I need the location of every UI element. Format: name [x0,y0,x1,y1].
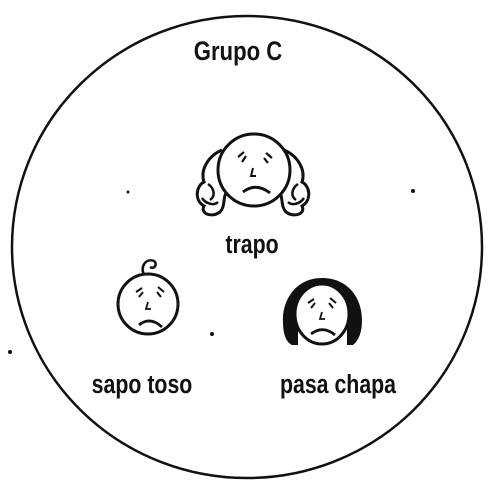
print-specks [8,189,415,354]
member-label-pasa-chapa: pasa chapa [280,370,397,400]
member-label-trapo: trapo [225,230,278,260]
group-circle [10,14,484,480]
sad-face-curly-hair-icon [195,132,311,217]
sad-face-baby-curl-icon [116,259,180,336]
sad-face-long-dark-hair-icon [282,278,362,346]
member-label-sapo-toso: sapo toso [92,370,193,400]
group-title: Grupo C [194,37,283,67]
